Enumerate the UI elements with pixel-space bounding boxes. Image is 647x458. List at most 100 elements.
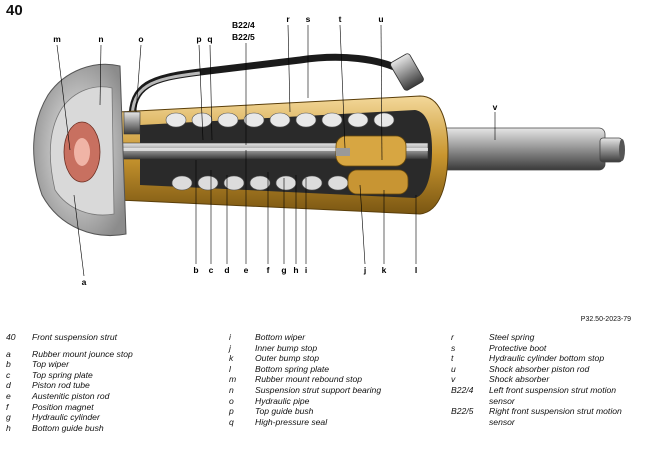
- legend-text: Left front suspension strut motion senso…: [489, 384, 617, 406]
- pipe-connector: [390, 53, 424, 91]
- legend-text: Austenitic piston rod: [32, 390, 110, 401]
- legend-key: m: [229, 374, 237, 385]
- legend-key: b: [6, 359, 11, 370]
- legend-key: k: [229, 353, 234, 364]
- legend-item: b Top wiper: [6, 359, 216, 370]
- callout-label-i: i: [305, 265, 307, 275]
- top-mount: [33, 63, 127, 236]
- legend-key: j: [229, 342, 231, 353]
- legend-item: u Shock absorber piston rod: [451, 364, 641, 375]
- spring-coil: [295, 112, 317, 128]
- legend-text: Bottom guide bush: [32, 422, 104, 433]
- spring-coil: [165, 112, 187, 128]
- legend-text: Position magnet: [32, 401, 94, 412]
- legend-key: h: [6, 422, 11, 433]
- spring-coil: [223, 175, 245, 191]
- legend-item: o Hydraulic pipe: [229, 396, 429, 407]
- legend-text: Hydraulic cylinder: [32, 412, 100, 423]
- callout-label-a: a: [82, 277, 87, 287]
- legend-item: 40 Front suspension strut: [6, 332, 216, 343]
- legend-text: Shock absorber: [489, 374, 550, 385]
- legend-key: q: [229, 416, 234, 427]
- legend-key: u: [451, 363, 456, 374]
- legend-text: Top spring plate: [32, 369, 93, 380]
- figure-number: 40: [6, 2, 23, 19]
- callout-label-b: b: [193, 265, 198, 275]
- legend-item: f Position magnet: [6, 402, 216, 413]
- spring-coil: [373, 112, 395, 128]
- callout-label-o: o: [138, 34, 143, 44]
- legend-key: g: [6, 412, 11, 423]
- legend-text: Hydraulic cylinder bottom stop: [489, 353, 605, 364]
- bump-stops: [335, 135, 409, 195]
- legend-key: 40: [6, 332, 16, 342]
- callout-leader-n: [99, 44, 102, 106]
- legend-text: Steel spring: [489, 332, 535, 342]
- legend-key: B22/4: [451, 384, 474, 395]
- legend-item: r Steel spring: [451, 332, 641, 343]
- spring-coil: [197, 175, 219, 191]
- legend-key: i: [229, 332, 231, 342]
- legend-item: B22/4 Left front suspension strut motion …: [451, 385, 641, 406]
- legend-text: Hydraulic pipe: [255, 395, 310, 406]
- spring-coil: [275, 175, 297, 191]
- legend-text: Piston rod tube: [32, 380, 90, 391]
- legend-text: Front suspension strut: [32, 332, 118, 342]
- legend-item: h Bottom guide bush: [6, 423, 216, 434]
- legend-text: Shock absorber piston rod: [489, 363, 590, 374]
- steel-spring: [165, 112, 395, 128]
- callout-label-f: f: [267, 265, 270, 275]
- steel-spring-lower: [171, 175, 401, 191]
- spring-coil: [249, 175, 271, 191]
- callout-label-g: g: [281, 265, 286, 275]
- legend-key: B22/5: [451, 406, 474, 417]
- cylinder-bottom-stop: [336, 148, 350, 156]
- callout-leader-m: [56, 44, 71, 151]
- legend-text: Outer bump stop: [255, 353, 320, 364]
- legend-text: Protective boot: [489, 342, 547, 353]
- spring-coil: [217, 112, 239, 128]
- legend-text: Inner bump stop: [255, 342, 318, 353]
- callout-leader-a: [73, 194, 85, 277]
- legend-key: r: [451, 332, 454, 342]
- callout-label-t: t: [339, 14, 342, 24]
- legend-item: j Inner bump stop: [229, 343, 429, 354]
- callout-label-p: p: [196, 34, 201, 44]
- legend-key: a: [6, 348, 11, 359]
- callout-label-d: d: [224, 265, 229, 275]
- legend-key: f: [6, 401, 9, 412]
- callout-label-n: n: [98, 34, 103, 44]
- spring-coil: [171, 175, 193, 191]
- callout-leader-p: [198, 44, 204, 141]
- callout-label-b22-5: B22/5: [232, 32, 255, 42]
- legend-key: o: [229, 395, 234, 406]
- legend-key: e: [6, 390, 11, 401]
- legend-text: Top wiper: [32, 359, 69, 370]
- callout-label-m: m: [53, 34, 61, 44]
- legend-text: Bottom spring plate: [255, 363, 330, 374]
- callout-label-q: q: [207, 34, 212, 44]
- legend-text: Suspension strut support bearing: [255, 384, 382, 395]
- callout-leader-o: [135, 44, 142, 113]
- legend-key: v: [451, 374, 456, 385]
- callout-label-v: v: [493, 102, 498, 112]
- figure-reference: P32.50-2023-79: [580, 316, 631, 323]
- spring-coil: [269, 112, 291, 128]
- callout-label-e: e: [244, 265, 249, 275]
- callout-label-l: l: [415, 265, 417, 275]
- spring-coil: [301, 175, 323, 191]
- spring-coil: [327, 175, 349, 191]
- legend-item: e Austenitic piston rod: [6, 391, 216, 402]
- callout-label-s: s: [306, 14, 311, 24]
